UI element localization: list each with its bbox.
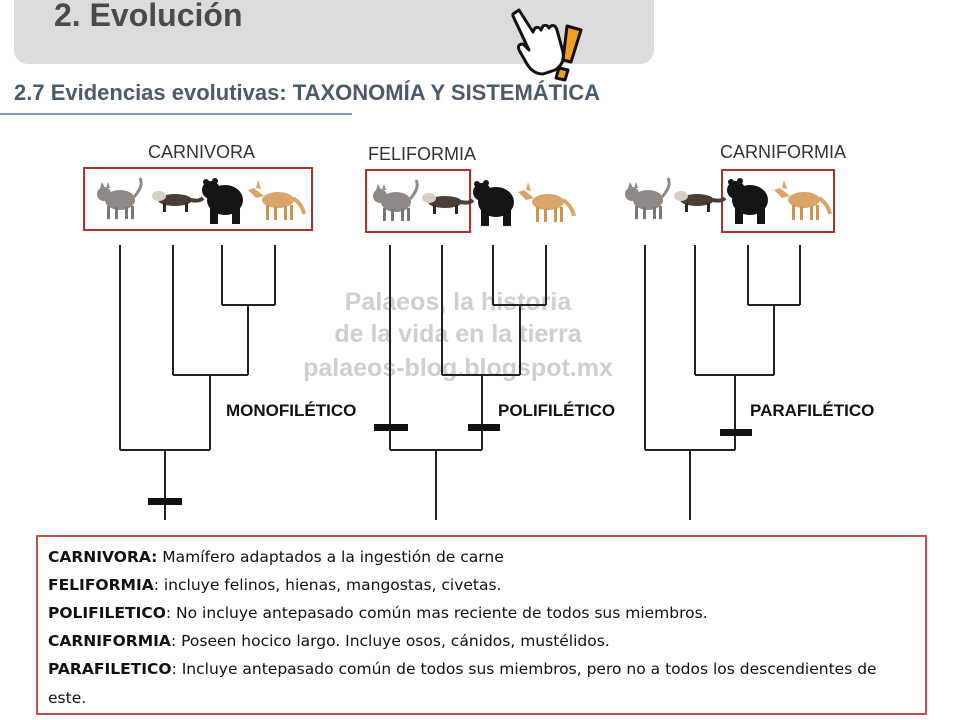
ferret-silhouette [420,191,475,216]
tree-label-polifiletico: POLIFILÉTICO [498,401,615,420]
dog-silhouette [772,178,832,222]
page-title: 2. Evolución [54,0,243,33]
panel-feliformia: FELIFORMIA POLIFILÉTICO [365,144,615,520]
definition-term: CARNIVORA: [48,548,158,566]
bear-silhouette [473,180,514,226]
definition-term: POLIFILETICO [48,604,166,622]
definition-text: Mamífero adaptados a la ingestión de car… [157,548,504,566]
definition-text: : Poseen hocico largo. Incluye osos, cán… [170,632,610,650]
tree-label-parafiletico: PARAFILÉTICO [750,401,874,420]
tree-polyphyletic [389,245,547,520]
definition-term: CARNIFORMIA [48,632,171,650]
section-subtitle: 2.7 Evidencias evolutivas: TAXONOMÍA Y S… [14,80,601,105]
definition-text: : incluye felinos, hienas, mangostas, ci… [153,576,502,594]
dog-silhouette [246,178,306,222]
panel-carnivora: CARNIVORA MONOFILÉTICO [83,142,356,520]
hand-pointer-icon [511,8,583,82]
tree-label-monofiletico: MONOFILÉTICO [226,401,356,420]
cat-silhouette [95,176,143,221]
clade-node-marker [468,424,500,431]
definition-parafiletico: PARAFILETICO: Incluye antepasado común d… [48,655,915,713]
panel-title-carniformia: CARNIFORMIA [720,142,846,162]
ferret-silhouette [672,189,727,214]
definition-text: : Incluye antepasado común de todos sus … [48,660,877,707]
definition-feliformia: FELIFORMIA: incluye felinos, hienas, man… [48,571,915,599]
clade-highlight-box [83,167,313,231]
cat-silhouette [371,178,419,223]
definition-carniformia: CARNIFORMIA: Poseen hocico largo. Incluy… [48,627,915,655]
definition-text: : No incluye antepasado común mas recien… [165,604,708,622]
watermark: Palaeos, la historia de la vida en la ti… [303,288,613,382]
panel-title-carnivora: CARNIVORA [148,142,255,162]
cat-silhouette [623,176,671,221]
definition-polifiletico: POLIFILETICO: No incluye antepasado comú… [48,599,915,627]
panel-title-feliformia: FELIFORMIA [368,144,476,164]
ferret-silhouette [150,189,205,214]
clade-node-marker [148,498,182,505]
watermark-line-2: de la vida en la tierra [334,320,582,348]
cladogram-diagram: Palaeos, la historia de la vida en la ti… [83,142,874,520]
clade-node-marker [374,424,408,431]
bear-silhouette [727,178,768,224]
definition-carnivora: CARNIVORA: Mamífero adaptados a la inges… [48,543,915,571]
definitions-box: CARNIVORA: Mamífero adaptados a la inges… [36,535,927,715]
clade-node-marker [720,429,752,436]
definition-term: FELIFORMIA [48,576,154,594]
bear-silhouette [202,178,243,224]
panel-carniformia: CARNIFORMIA PARAFILÉTICO [623,142,874,520]
dog-silhouette [516,180,576,224]
watermark-line-1: Palaeos, la historia [345,288,573,316]
watermark-line-3: palaeos-blog.blogspot.mx [303,354,613,382]
definition-term: PARAFILETICO [48,660,172,678]
tree-paraphyletic [644,245,801,520]
subtitle-underline [0,113,352,115]
tree-monophyletic [119,245,276,520]
